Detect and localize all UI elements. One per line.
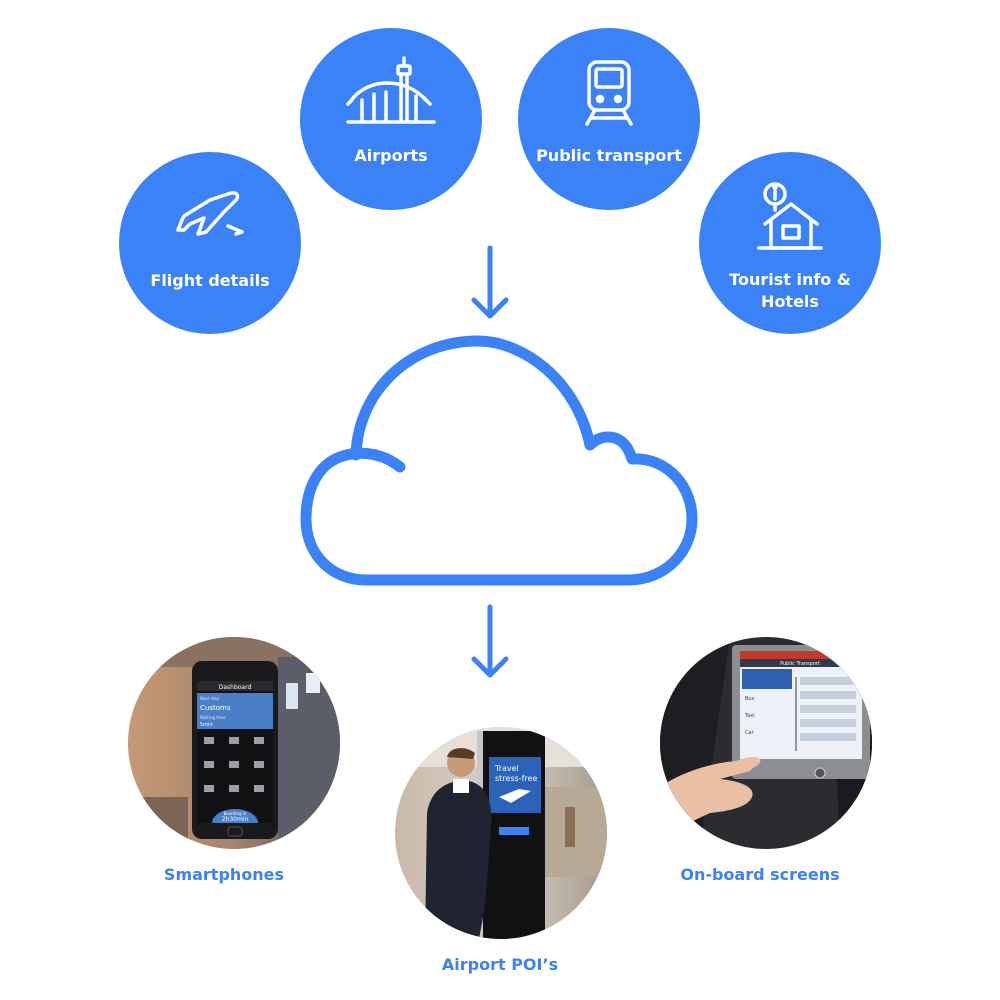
source-tourist-info-hotels: Tourist info & Hotels [699,152,881,334]
onboard-row: Taxi [744,713,755,719]
arrow-down-icon [471,245,509,319]
phone-card-title: Customs [200,704,231,712]
source-flight-details: Flight details [119,152,301,334]
kiosk-line2: stress-free [495,774,537,783]
source-label: Flight details [150,271,270,290]
phone-timer-label: Boarding in [224,811,247,816]
onboard-screen-photo: Public Transport Bus Taxi Car [660,637,872,849]
source-airports: Airports [300,28,482,210]
source-label: Public transport [536,146,682,165]
phone-card-small: Next step [200,696,220,701]
phone-header-text: Dashboard [219,684,252,691]
source-public-transport: Public transport [518,28,700,210]
train-icon [579,58,639,132]
arrow-down-icon [471,604,509,678]
onboard-header: Public Transport [780,661,820,667]
plane-icon [170,186,250,250]
smartphone-photo: Dashboard Next step Customs Waiting time… [128,637,340,849]
cloud-icon [300,335,698,586]
info-hotel-icon [755,180,825,258]
device-label-onboard-screens: On-board screens [680,865,840,884]
airport-kiosk-photo: Travel stress-free [395,727,607,939]
source-label: Airports [354,146,428,165]
onboard-row: Bus [745,696,755,702]
onboard-row: Car [745,730,755,736]
phone-timer-value: 2h30min [222,816,249,823]
phone-card-value: 5min [200,722,213,728]
source-label: Tourist info & Hotels [729,270,851,311]
kiosk-line1: Travel [494,764,519,773]
device-label-smartphones: Smartphones [163,865,285,884]
airport-terminal-icon [344,54,438,132]
device-label-airport-pois: Airport POI’s [441,955,559,974]
phone-card-sub: Waiting time [200,715,226,720]
